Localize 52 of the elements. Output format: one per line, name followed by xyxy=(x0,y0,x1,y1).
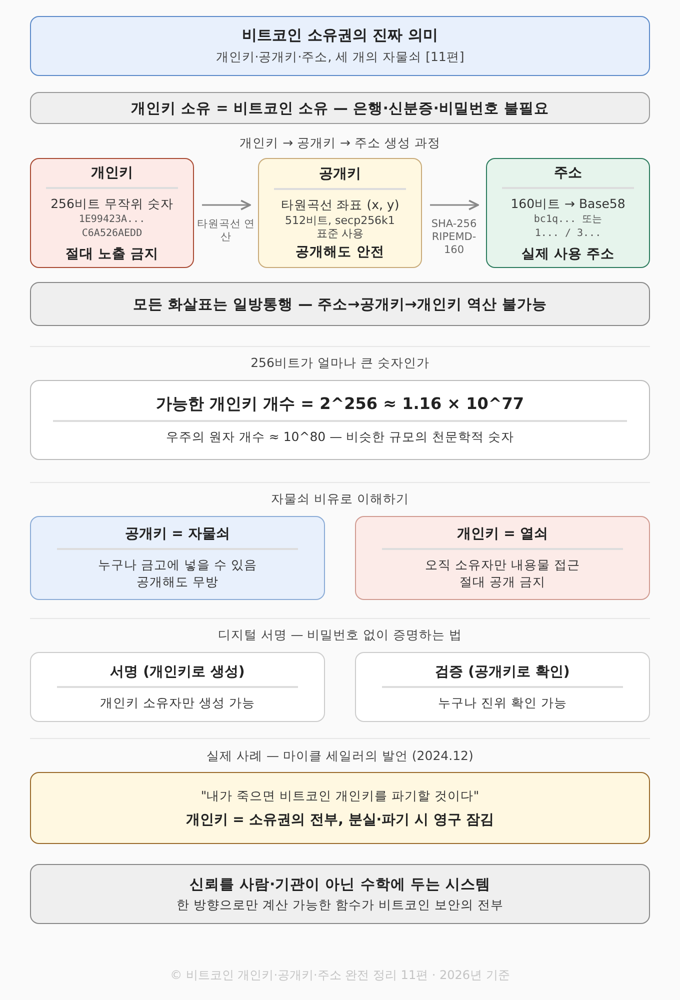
footer-text: 실제 사용 주소 xyxy=(521,244,615,262)
section-label: 실제 사례 — 마이클 세일러의 발언 (2024.12) xyxy=(206,748,474,765)
heading: 개인키 = 열쇠 xyxy=(456,525,548,544)
banner-text: 개인키 소유 = 비트코인 소유 — 은행·신분증·비밀번호 불필요 xyxy=(130,100,549,118)
heading: 주소 xyxy=(554,164,582,182)
title: 비트코인 소유권의 진짜 의미 xyxy=(242,26,438,45)
section-label: 디지털 서명 — 비밀번호 없이 증명하는 법 xyxy=(216,627,464,644)
banner-text: 모든 화살표는 일방통행 — 주소→공개키→개인키 역산 불가능 xyxy=(132,296,548,314)
heading: 개인키 xyxy=(91,164,133,182)
key-box xyxy=(30,158,194,268)
heading: 가능한 개인키 개수 = 2^256 ≈ 1.16 × 10^77 xyxy=(156,394,524,416)
quote-summary: 개인키 = 소유권의 전부, 분실·파기 시 영구 잠김 xyxy=(186,810,494,828)
body-text: 누구나 금고에 넣을 수 있음 xyxy=(98,557,257,574)
banner-box xyxy=(30,282,650,326)
fact-box xyxy=(30,380,650,460)
section-label: 자물쇠 비유로 이해하기 xyxy=(270,491,410,508)
arrow xyxy=(202,200,251,210)
quote-text: "내가 죽으면 비트코인 개인키를 파기할 것이다" xyxy=(200,788,480,804)
title-box xyxy=(30,16,650,76)
section-label: 256비트가 얼마나 큰 숫자인가 xyxy=(250,355,430,372)
heading: 공개키 = 자물쇠 xyxy=(124,525,230,544)
body-text: 한 방향으로만 계산 가능한 함수가 비트코인 보안의 전부 xyxy=(176,896,504,914)
body-text: 타원곡선 좌표 (x, y) xyxy=(280,196,400,214)
body-text: 개인키 소유자만 생성 가능 xyxy=(100,694,255,712)
body-text: 누구나 진위 확인 가능 xyxy=(438,694,567,712)
code-text: bc1q... 또는 1... / 3... xyxy=(532,212,604,241)
body-text: 256비트 무작위 숫자 xyxy=(50,196,174,212)
section-label: 개인키 → 공개키 → 주소 생성 과정 xyxy=(238,135,442,152)
body-text: 512비트, secp256k1 표준 사용 xyxy=(284,214,396,240)
banner-box xyxy=(30,92,650,124)
heading: 신뢰를 사람·기관이 아닌 수학에 두는 시스템 xyxy=(190,876,490,894)
footer-text: 공개해도 안전 xyxy=(296,243,384,262)
arrow xyxy=(430,200,479,210)
concept-card xyxy=(355,516,650,600)
concept-card xyxy=(30,652,325,722)
key-box xyxy=(258,158,422,268)
body-text: 절대 공개 금지 xyxy=(460,574,546,591)
quote-box xyxy=(30,772,650,844)
concept-card xyxy=(30,516,325,600)
concept-card xyxy=(355,652,650,722)
heading: 공개키 xyxy=(319,164,361,183)
key-box xyxy=(486,158,650,268)
heading: 검증 (공개키로 확인) xyxy=(435,662,570,681)
code-text: 1E99423A... C6A526AEDD xyxy=(78,212,146,241)
footer-text: 절대 노출 금지 xyxy=(65,244,159,262)
heading: 서명 (개인키로 생성) xyxy=(110,662,245,681)
body-text: 우주의 원자 개수 ≈ 10^80 — 비슷한 규모의 천문학적 숫자 xyxy=(166,429,514,446)
body-text: 공개해도 무방 xyxy=(136,574,218,591)
summary-box xyxy=(30,864,650,924)
body-text: 오직 소유자만 내용물 접근 xyxy=(425,557,580,574)
body-text: 160비트 → Base58 xyxy=(510,196,626,212)
subtitle: 개인키·공개키·주소, 세 개의 자물쇠 [11편] xyxy=(216,49,464,66)
